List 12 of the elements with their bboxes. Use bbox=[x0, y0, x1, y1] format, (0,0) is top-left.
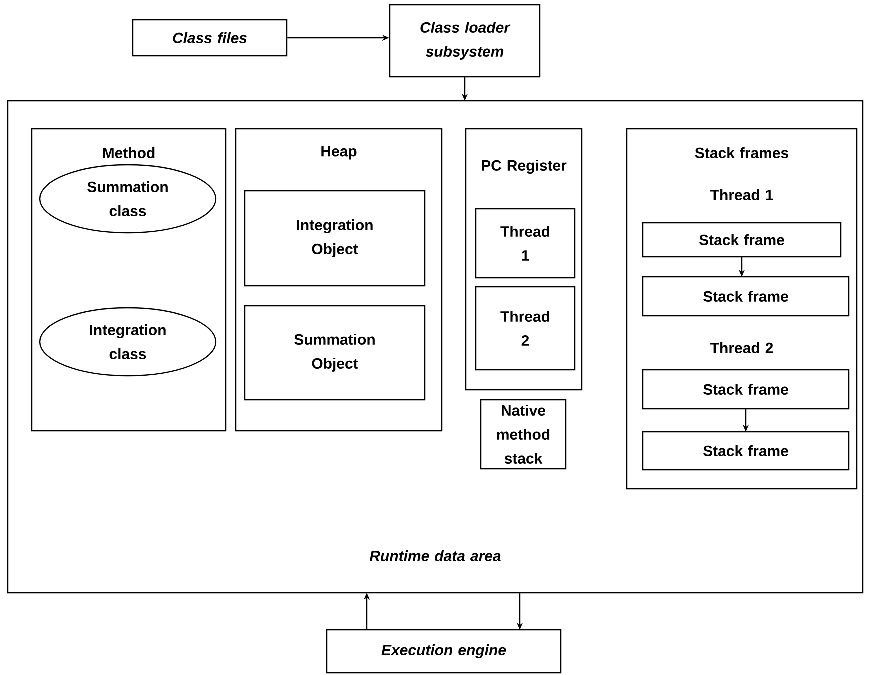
process-box: Execution engine bbox=[326, 629, 562, 674]
process-box: Stack frame bbox=[642, 431, 850, 471]
process-box: Stack frame bbox=[642, 276, 850, 317]
process-box: Stack frame bbox=[642, 369, 850, 410]
process-box: Thread 2 bbox=[475, 286, 576, 371]
process-box: Stack frame bbox=[642, 222, 842, 258]
process-box: Class files bbox=[132, 19, 288, 57]
process-box: Summation Object bbox=[244, 305, 426, 401]
process-box: Thread 1 bbox=[475, 208, 576, 279]
process-box: Integration Object bbox=[244, 190, 426, 287]
process-box: Class loader subsystem bbox=[389, 4, 541, 78]
process-box: Native method stack bbox=[480, 399, 567, 470]
